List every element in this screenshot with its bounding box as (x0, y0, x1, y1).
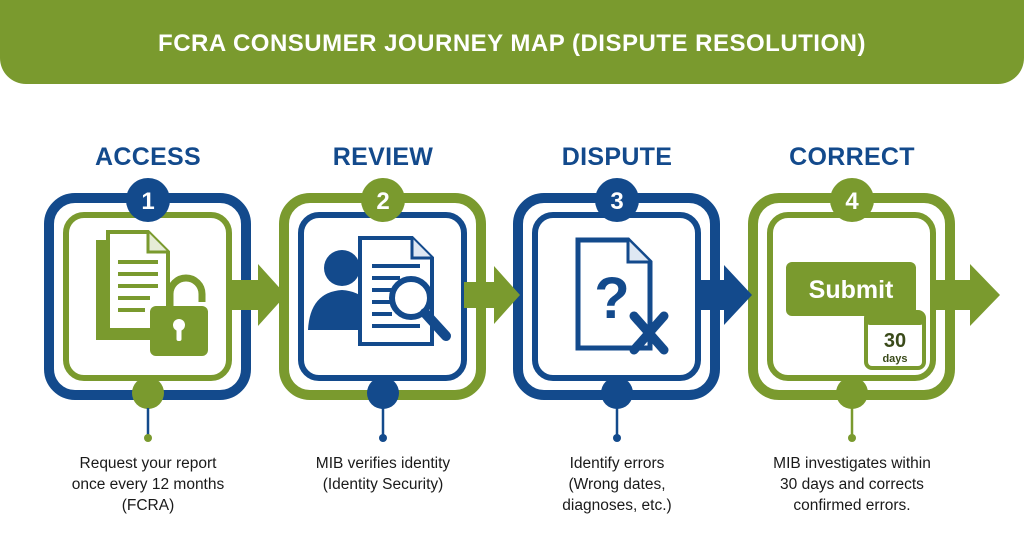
step-2-desc-line: MIB verifies identity (315, 455, 451, 472)
step-4-desc-line: confirmed errors. (793, 497, 911, 514)
step-4-desc-line: 30 days and corrects (780, 476, 924, 493)
document-question-x-icon: ? (575, 237, 669, 355)
step-1-desc-line: Request your report (79, 455, 217, 472)
step-3-badge: 3 (595, 178, 639, 222)
arrow-1-to-2 (228, 264, 286, 326)
step-2-title: REVIEW (332, 143, 434, 171)
step-1-desc-line: (FCRA) (121, 497, 175, 514)
step-4-title: CORRECT (789, 143, 915, 171)
calendar-number: 30 (884, 330, 906, 352)
step-4-desc-line: MIB investigates within (773, 455, 931, 472)
step-2-description: MIB verifies identity (Identity Security… (273, 453, 493, 495)
step-4-description: MIB investigates within 30 days and corr… (742, 453, 962, 516)
step-2-badge: 2 (361, 178, 405, 222)
arrow-3-to-4 (698, 265, 752, 325)
step-2-desc-line: (Identity Security) (322, 476, 444, 493)
person-document-magnifier-icon (308, 236, 451, 346)
step-3-description: Identify errors (Wrong dates, diagnoses,… (507, 453, 727, 516)
step-3-title: DISPUTE (561, 143, 673, 171)
step-4-number: 4 (845, 188, 859, 215)
step-4-badge: 4 (830, 178, 874, 222)
submit-label: Submit (809, 276, 894, 304)
step-1-number: 1 (141, 188, 154, 215)
step-1-badge: 1 (126, 178, 170, 222)
arrow-out-4 (935, 264, 1000, 326)
step-1-title: ACCESS (95, 143, 201, 171)
step-1-description: Request your report once every 12 months… (38, 453, 258, 516)
step-2-number: 2 (376, 188, 389, 215)
calendar-unit: days (882, 353, 907, 365)
arrow-2-to-3 (464, 266, 520, 324)
document-unlock-icon (96, 230, 208, 356)
step-1-connector (132, 377, 164, 442)
submit-button-graphic (786, 262, 916, 316)
svg-text:?: ? (594, 266, 629, 331)
submit-calendar-icon: Submit 30 days (786, 262, 926, 370)
step-3-desc-line: Identify errors (569, 455, 665, 472)
step-1-desc-line: once every 12 months (71, 476, 225, 493)
step-4-connector (836, 377, 868, 442)
step-3-connector (601, 377, 633, 442)
step-2-connector (367, 377, 399, 442)
step-3-desc-line: (Wrong dates, (568, 476, 666, 493)
title-banner: FCRA CONSUMER JOURNEY MAP (DISPUTE RESOL… (0, 0, 1024, 84)
page-title: FCRA CONSUMER JOURNEY MAP (DISPUTE RESOL… (158, 30, 866, 57)
step-3-number: 3 (610, 188, 623, 215)
step-3-desc-line: diagnoses, etc.) (562, 497, 672, 514)
